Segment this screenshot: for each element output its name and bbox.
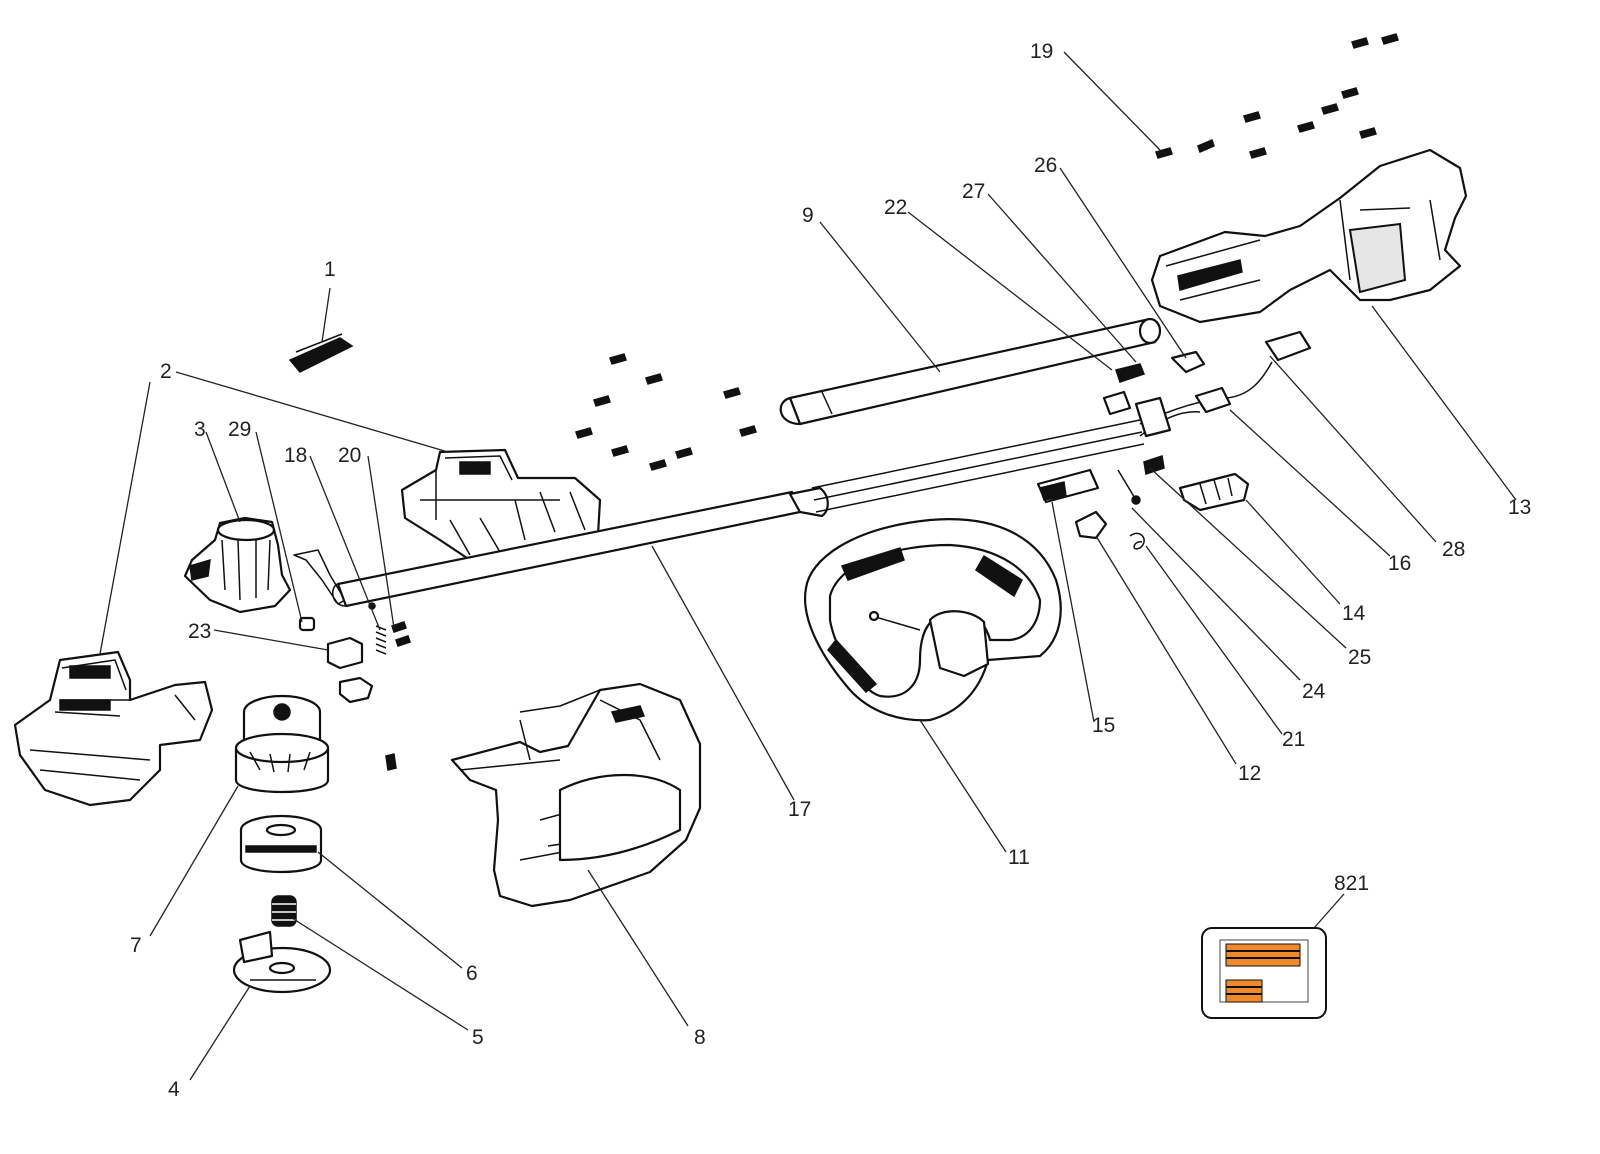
part-8-guard	[450, 682, 702, 908]
callout-2-upper: 2	[160, 360, 172, 383]
callout-labels: 1 2 2 3 4 5 6 7 8 9 11 12 13 14 15 16 17…	[130, 40, 1531, 1101]
callout-21: 21	[1282, 728, 1305, 751]
callout-18: 18	[284, 444, 307, 467]
part-1-grip-pad	[288, 333, 354, 373]
callout-17: 17	[788, 798, 811, 821]
part-16-28-wiring-harness	[1134, 330, 1312, 438]
callout-821: 821	[1334, 872, 1369, 895]
callout-14: 14	[1342, 602, 1366, 625]
callout-15: 15	[1092, 714, 1115, 737]
part-7-spool-housing	[234, 694, 330, 794]
part-821-warning-label	[1201, 927, 1327, 1019]
callout-4: 4	[168, 1078, 180, 1101]
part-22-27-26-connectors	[1102, 350, 1206, 416]
leader-lines	[99, 51, 1517, 1081]
callout-22: 22	[884, 196, 907, 219]
callout-6: 6	[466, 962, 478, 985]
part-12-21-24-25-hardware	[1074, 455, 1165, 550]
callout-29: 29	[228, 418, 251, 441]
callout-19: 19	[1030, 40, 1053, 63]
part-23-block	[326, 636, 374, 704]
callout-25: 25	[1348, 646, 1371, 669]
callout-1: 1	[324, 258, 336, 281]
callout-11: 11	[1008, 846, 1030, 869]
callout-20: 20	[338, 444, 361, 467]
housing-screws	[385, 353, 757, 771]
label-stripe	[1225, 979, 1263, 1003]
callout-23: 23	[188, 620, 211, 643]
part-13-handle-housing	[1150, 148, 1468, 324]
callout-27: 27	[962, 180, 985, 203]
callout-16: 16	[1388, 552, 1411, 575]
label-stripe	[1225, 943, 1301, 967]
callout-13: 13	[1508, 496, 1531, 519]
part-29	[293, 549, 346, 632]
callout-7: 7	[130, 934, 142, 957]
callout-9: 9	[802, 204, 814, 227]
callout-3: 3	[194, 418, 206, 441]
part-4-spool-cap	[232, 930, 332, 994]
part-20-screws	[391, 621, 411, 647]
part-2-motor-housing-lower	[13, 650, 214, 807]
part-18-spring	[375, 625, 387, 655]
callout-12: 12	[1238, 762, 1261, 785]
part-19-screws	[1155, 33, 1399, 159]
callout-5: 5	[472, 1026, 484, 1049]
part-6-spool	[239, 814, 323, 874]
part-15-switch	[1036, 468, 1100, 504]
part-3-motor	[183, 516, 292, 614]
callout-8: 8	[694, 1026, 706, 1049]
part-9-tube	[779, 317, 1162, 426]
part-11-front-handle	[803, 518, 1062, 722]
callout-26: 26	[1034, 154, 1057, 177]
callout-28: 28	[1442, 538, 1465, 561]
callout-24: 24	[1302, 680, 1326, 703]
part-5-spring	[271, 895, 297, 927]
part-17-shaft	[332, 419, 1145, 610]
